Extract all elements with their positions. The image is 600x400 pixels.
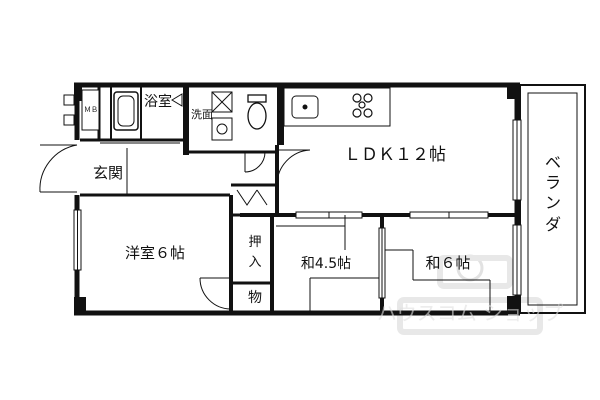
toilet-door xyxy=(244,151,266,173)
closet-door xyxy=(236,189,268,206)
watermark-text: ハウスコム ショップ xyxy=(377,301,563,325)
balcony-label: ベ ラ ン ダ xyxy=(545,153,561,234)
exterior-door-mb xyxy=(63,94,75,126)
ldk-label: ＬＤＫ１２帖 xyxy=(344,145,446,165)
kitchen-counter xyxy=(283,87,391,127)
bathtub xyxy=(113,91,139,131)
svg-text:ベ: ベ xyxy=(545,153,561,172)
japanese-small-sliding-doors xyxy=(276,211,382,313)
ldk-window xyxy=(512,119,522,201)
closet-label-top: 押 xyxy=(248,235,261,250)
western-window xyxy=(73,209,82,271)
washroom-label: 洗面 xyxy=(191,108,213,121)
stove-icon xyxy=(352,93,373,118)
svg-text:ダ: ダ xyxy=(545,215,561,234)
washing-machine-icon xyxy=(211,91,233,113)
japanese-small-label: 和4.5帖 xyxy=(301,256,351,272)
interior-walls xyxy=(80,85,517,313)
svg-text:ラ: ラ xyxy=(545,173,561,192)
wa-room-partition xyxy=(378,227,386,299)
closet-label-bottom: 入 xyxy=(248,255,261,270)
japanese-large-sliding-doors xyxy=(382,211,491,313)
toilet-icon xyxy=(247,94,267,130)
japanese-large-label: 和６帖 xyxy=(425,254,470,272)
storage-label: 物 xyxy=(248,290,262,306)
front-door xyxy=(39,144,78,193)
sink-icon xyxy=(211,117,233,141)
japanese-large-window xyxy=(512,224,522,296)
entrance-label: 玄関 xyxy=(93,164,123,182)
western-door xyxy=(199,277,232,310)
bath-label: 浴室 xyxy=(144,93,172,110)
bath-door-icon xyxy=(171,93,183,107)
ldk-door xyxy=(276,149,311,186)
wall-pillars xyxy=(74,85,520,313)
meter-box: ＭＢ xyxy=(81,89,100,131)
svg-text:ン: ン xyxy=(545,193,561,212)
meter-box-label: ＭＢ xyxy=(84,106,98,114)
western-room-label: 洋室６帖 xyxy=(125,244,185,262)
